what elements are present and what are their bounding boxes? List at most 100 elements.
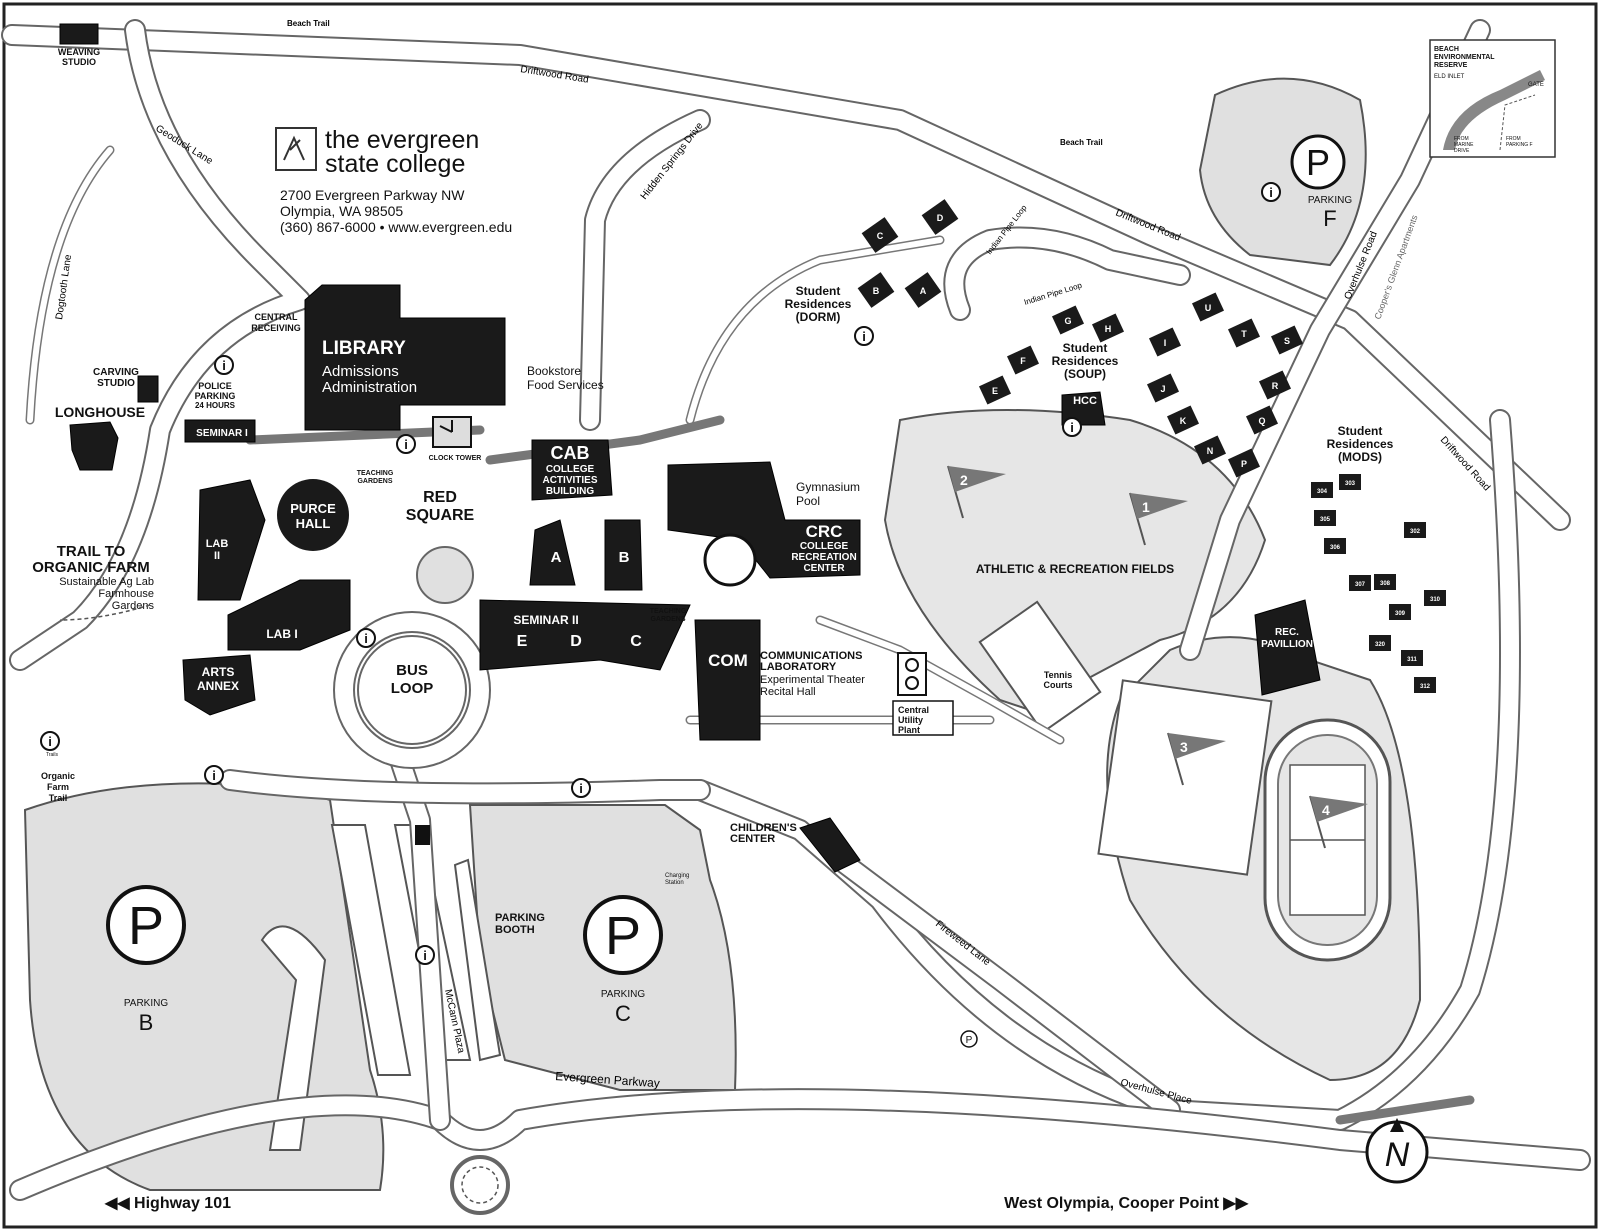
label-crc-sub3: CENTER [803,563,845,574]
parking-sign-f: P PARKING F [1290,134,1352,231]
longhouse-bld [69,421,119,471]
label-dorm-1: Student [796,284,841,298]
label-carving-2: STUDIO [97,378,135,389]
soup-letter: I [1164,338,1167,348]
info-icon: i [854,326,874,346]
soup-building-u: U [1191,292,1225,322]
mods-number: 310 [1430,597,1441,603]
label-mods-1: Student [1338,424,1383,438]
dorm-letter: B [873,286,880,296]
label-com-sub1: COMMUNICATIONS [760,650,862,662]
label-utility-3: Plant [898,725,920,735]
seminar-ii-bld [479,599,691,671]
soup-building-k: K [1166,405,1200,435]
label-teaching-gardens-2a: TEACHING [650,608,687,615]
mods-building-310: 310 [1424,590,1446,606]
address-2: Olympia, WA 98505 [280,203,403,219]
inset-map: BEACH ENVIRONMENTAL RESERVE ELD INLET GA… [1429,39,1556,158]
label-com-sub4: Recital Hall [760,686,816,698]
parking-b-label: PARKING [124,998,168,1009]
mods-number: 304 [1317,489,1328,495]
label-soup-3: (SOUP) [1064,367,1106,381]
label-police-1: POLICE [198,381,232,391]
mods-number: 305 [1320,517,1331,523]
college-logo [275,127,317,171]
soup-letter: S [1284,336,1290,346]
label-crc-sub2: RECREATION [791,552,856,563]
mods-building-302: 302 [1404,522,1426,538]
dorm-building-b: B [857,272,895,308]
label-lab-ii-2: II [214,550,220,562]
field-number: 4 [1322,802,1330,818]
label-cab: CAB [551,443,590,463]
info-icon: i [40,731,60,751]
soup-building-r: R [1258,370,1292,400]
field-number: 1 [1142,499,1150,515]
mods-building-312: 312 [1414,677,1436,693]
soup-building-f: F [1006,345,1040,375]
crc-bld [667,461,861,579]
label-bus-loop-2: LOOP [391,680,434,697]
lab-i-bld [227,579,351,651]
label-dorm-3: (DORM) [796,310,841,324]
dorm-letter: D [937,213,944,223]
label-parking-booth-1: PARKING [495,912,545,924]
mods-building-303: 303 [1339,474,1361,490]
soup-letter: Q [1258,416,1265,426]
dorm-building-c: C [861,217,899,253]
building-labels: WEAVING STUDIO CARVING STUDIO LONGHOUSE … [32,47,1393,936]
soup-letter: N [1207,446,1214,456]
childrens-center-bld [799,817,861,873]
field-pennant-3: 3 [1167,732,1226,786]
label-farm-trail-2: Farm [47,782,69,792]
mods-building-304: 304 [1311,482,1333,498]
field-pennant-1: 1 [1129,492,1188,546]
mods-number: 320 [1375,642,1386,648]
inset-title-1: BEACH [1434,46,1459,53]
label-weaving-1: WEAVING [58,47,100,57]
mods-building-307: 307 [1349,575,1371,591]
hcc-bld [1061,391,1106,426]
label-seminar-e: E [517,633,528,650]
label-dorm-2: Residences [785,297,852,311]
label-bookstore-2: Food Services [527,378,604,392]
info-icon: i [396,434,416,454]
mods-building-305: 305 [1314,510,1336,526]
dorm-building-d: D [921,199,959,235]
label-soup-1: Student [1063,341,1108,355]
inset-eld: ELD INLET [1434,74,1465,80]
parking-f-letter: F [1323,206,1336,231]
direction-right: West Olympia, Cooper Point ▶▶ [1004,1195,1249,1212]
soup-building-g: G [1051,305,1085,335]
label-mods-2: Residences [1327,437,1394,451]
road-label-beach-trail-2: Beach Trail [1060,138,1103,147]
label-purce-2: HALL [296,516,331,531]
label-carving-1: CARVING [93,367,139,378]
label-charging-2: Station [665,880,684,886]
label-seminar-d: D [570,633,582,650]
label-hcc: HCC [1073,395,1097,407]
inset-from-marine-3: DRIVE [1454,148,1470,154]
label-farm-trail-1: Organic [41,771,75,781]
parking-b-letter: B [139,1010,154,1035]
college-name-1: the evergreen [325,126,479,154]
mods-building-311: 311 [1401,650,1423,666]
seminar-b-bld [604,519,643,591]
label-seminar-a: A [551,549,562,566]
label-soup-2: Residences [1052,354,1119,368]
label-com: COM [708,651,748,670]
label-trail-organic-1: TRAIL TO [57,543,126,560]
mods-number: 307 [1355,582,1366,588]
inset-from-marine-2: MARINE [1454,142,1474,148]
info-glyph: i [579,781,583,796]
library-bld [304,284,506,431]
label-teaching-gardens-2b: GARDENS [650,616,685,623]
info-glyph: i [364,631,368,646]
mods-number: 312 [1420,684,1431,690]
mods-number: 303 [1345,481,1356,487]
contact: (360) 867-6000 • www.evergreen.edu [280,219,512,235]
